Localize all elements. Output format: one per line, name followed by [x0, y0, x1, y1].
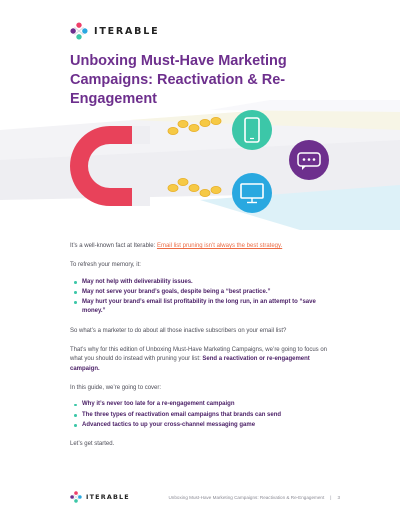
mobile-phone-icon [232, 110, 272, 150]
brand-name: ITERABLE [94, 25, 160, 37]
list-item: May not help with deliverability issues. [74, 278, 340, 287]
footer-separator: | [330, 494, 332, 500]
intro-text: It’s a well-known fact at Iterable: [70, 243, 157, 249]
focus-bold-text: Send a reactivation or re-engagement cam… [70, 356, 310, 372]
list-item: The three types of reactivation email ca… [74, 411, 340, 420]
closing-paragraph: Let’s get started. [70, 441, 115, 448]
footer-brand-name: ITERABLE [86, 493, 130, 501]
cover-list: Why it’s never too late for a re-engagem… [70, 400, 340, 430]
list-item: Why it’s never too late for a re-engagem… [74, 400, 340, 409]
list-item: Advanced tactics to up your cross-channe… [74, 421, 340, 430]
question-paragraph: So what’s a marketer to do about all tho… [70, 327, 287, 334]
logo-mark-icon [70, 491, 82, 503]
logo-mark-icon [70, 22, 88, 40]
footer-title: Unboxing Must-Have Marketing Campaigns: … [168, 494, 325, 500]
page-number: 3 [337, 494, 340, 500]
page-title: Unboxing Must-Have Marketing Campaigns: … [70, 53, 287, 107]
focus-text: That’s why for this edition of Unboxing … [70, 347, 328, 363]
article-body: It’s a well-known fact at Iterable: Emai… [70, 242, 340, 459]
page-footer: ITERABLE Unboxing Must-Have Marketing Ca… [70, 490, 340, 504]
refresh-paragraph: To refresh your memory, it: [70, 262, 141, 269]
cover-paragraph: In this guide, we’re going to cover: [70, 384, 162, 391]
pruning-strategy-link[interactable]: Email list pruning isn’t always the best… [156, 243, 283, 249]
list-item: May not serve your brand’s goals, despit… [74, 288, 340, 297]
coin-chain-icon [167, 116, 222, 198]
hero-illustration [0, 100, 400, 230]
focus-paragraph: That’s why for this edition of Unboxing … [70, 346, 340, 374]
magnet-icon [70, 126, 150, 206]
refresh-list: May not help with deliverability issues.… [70, 278, 340, 317]
chat-bubble-icon [289, 140, 329, 180]
header-logo: ITERABLE [70, 22, 159, 40]
intro-paragraph: It’s a well-known fact at Iterable: Emai… [70, 242, 340, 251]
desktop-monitor-icon [232, 173, 272, 213]
list-item: May hurt your brand’s email list profita… [74, 298, 340, 317]
